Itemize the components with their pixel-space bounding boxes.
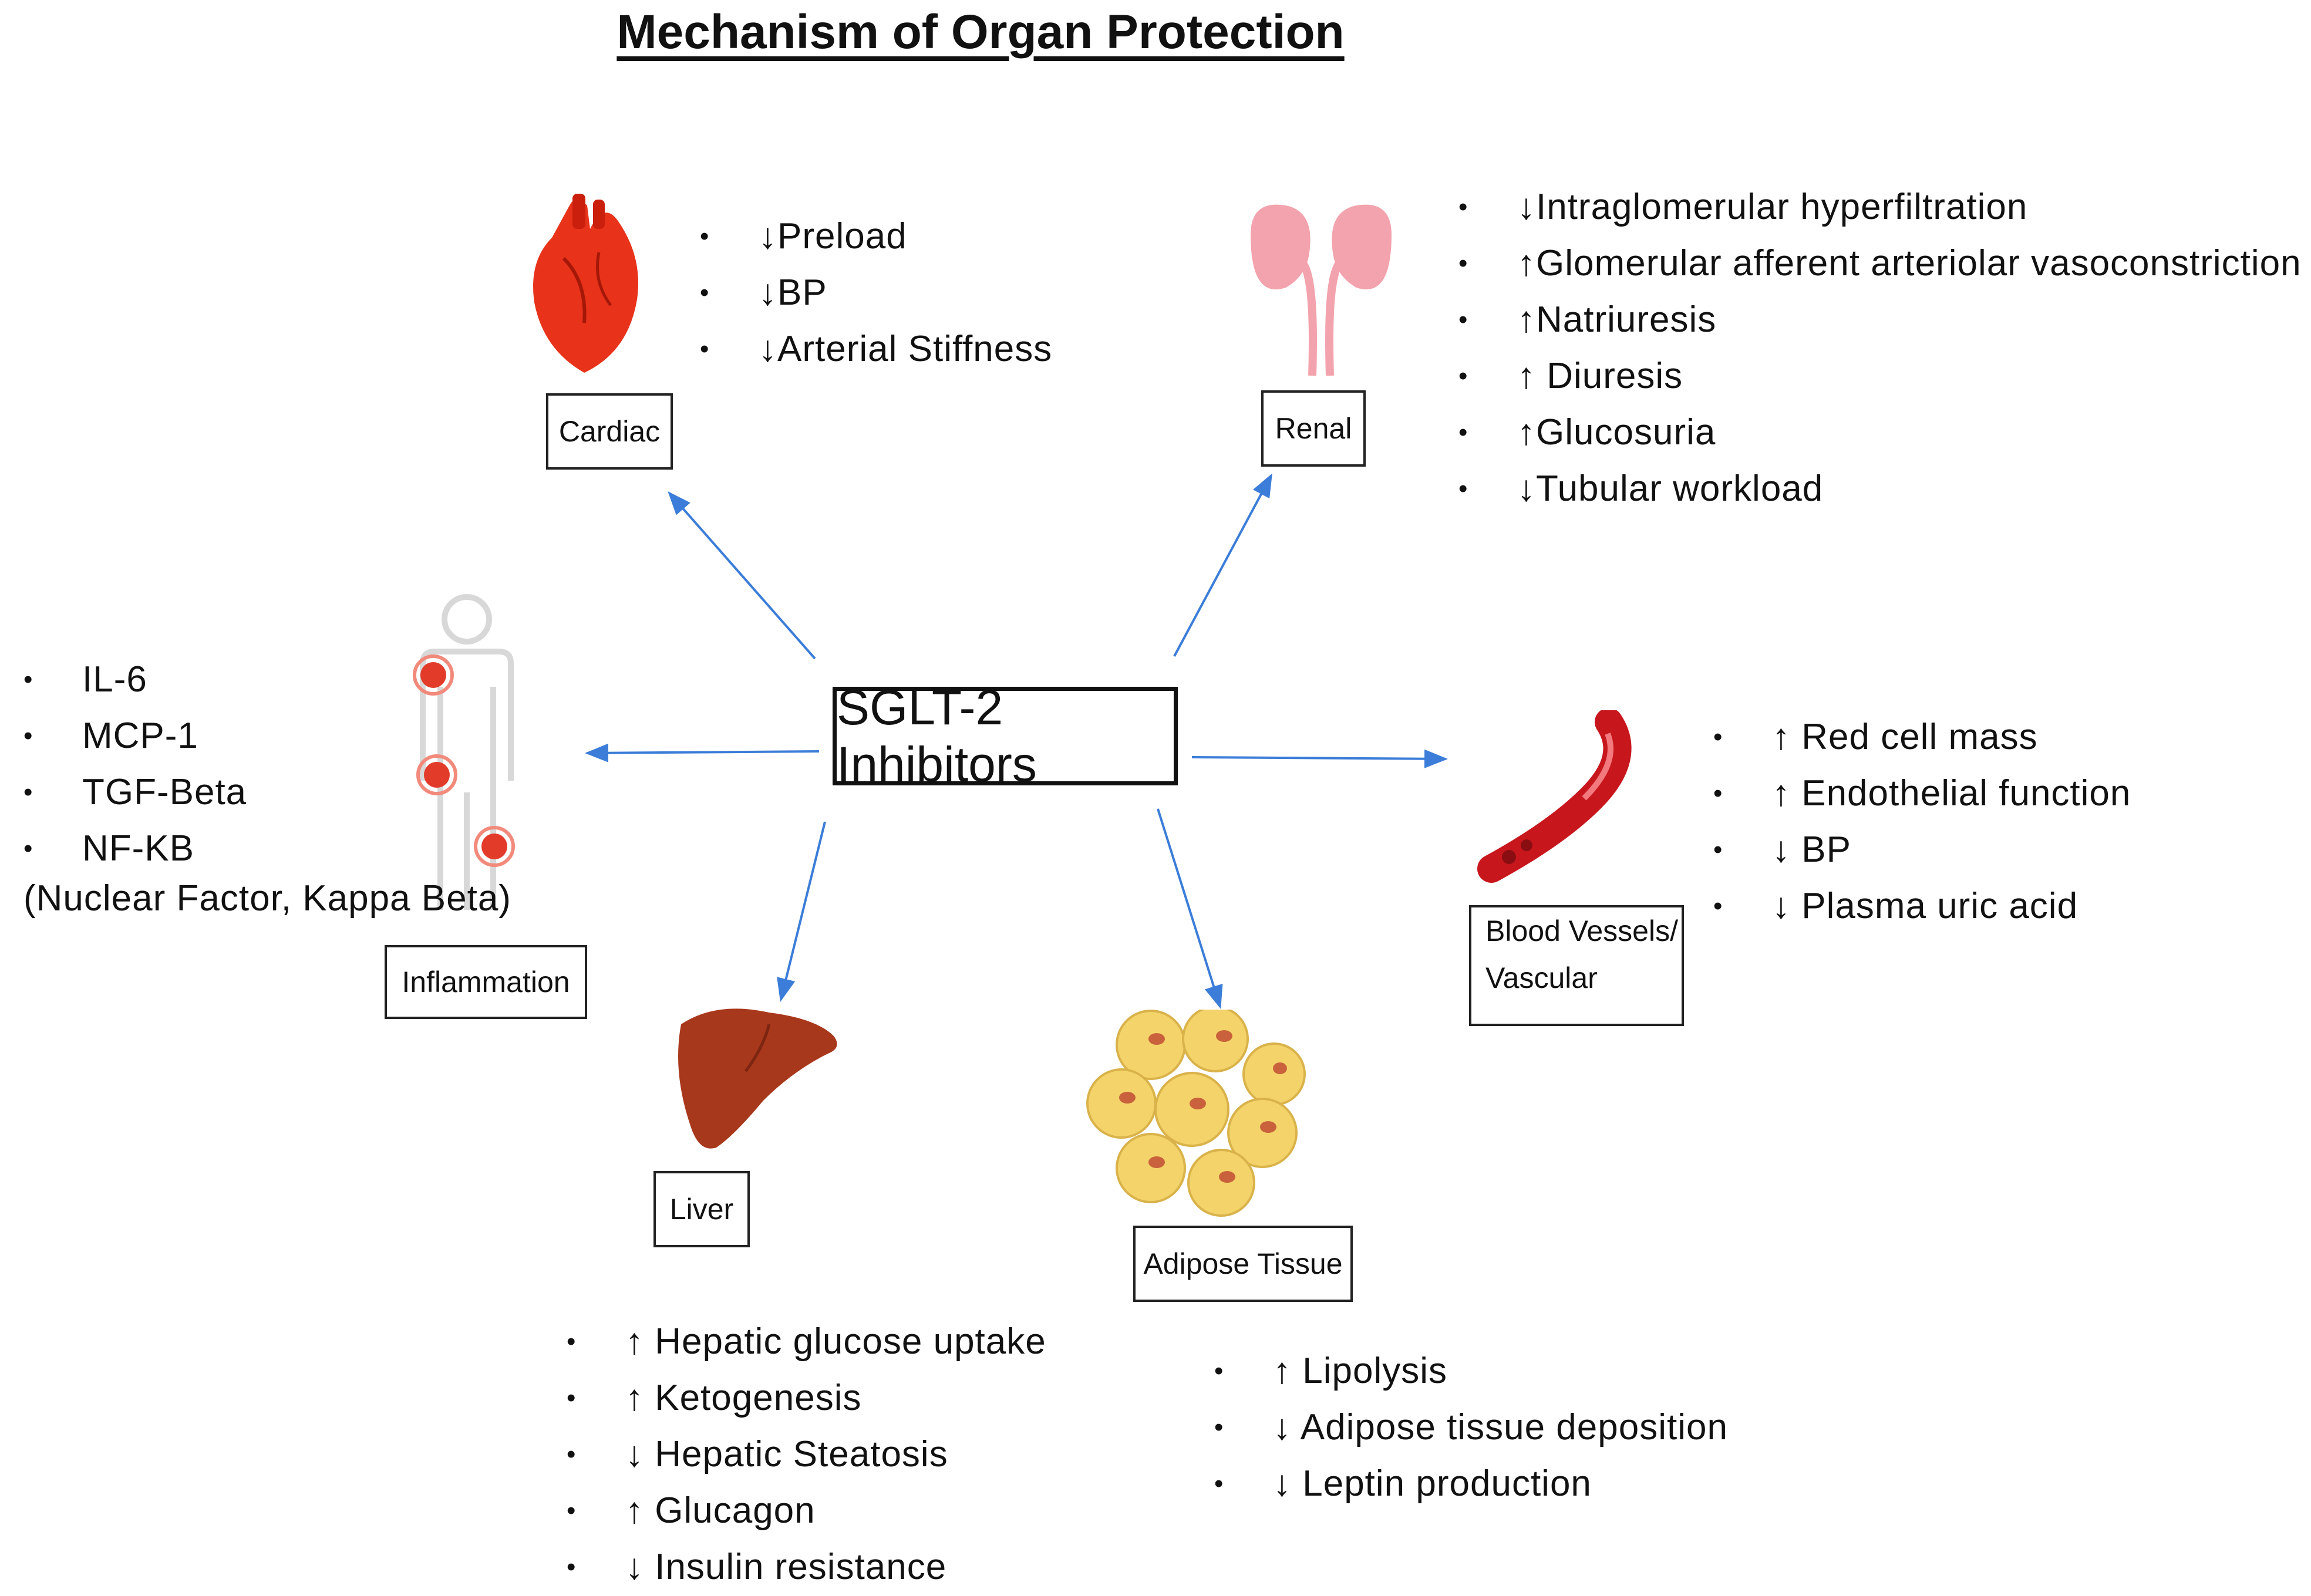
arrow-to-liver <box>777 821 826 1002</box>
cardiac-effects-list: ↓Preload ↓BP ↓Arterial Stiffness <box>700 208 1052 377</box>
sglt2-inhibitors-box: SGLT-2 Inhibitors <box>833 680 1178 792</box>
arrow-to-vascular <box>1191 749 1448 768</box>
list-item: ↑Glucosuria <box>1458 404 2302 461</box>
list-item: ↑ Red cell mass <box>1713 709 2131 765</box>
list-item: MCP-1 <box>23 708 247 764</box>
list-item: ↑ Glucagon <box>567 1483 1046 1539</box>
list-item: ↓ Leptin production <box>1214 1456 1728 1512</box>
list-item: ↑ Hepatic glucose uptake <box>567 1314 1046 1370</box>
list-item: ↓Arterial Stiffness <box>700 321 1052 377</box>
liver-effects-list: ↑ Hepatic glucose uptake ↑ Ketogenesis ↓… <box>567 1314 1046 1595</box>
list-item: ↑Glomerular afferent arteriolar vasocons… <box>1458 235 2302 292</box>
list-item: ↓Preload <box>700 208 1052 265</box>
vascular-label-line1: Blood Vessels/ <box>1485 915 1678 947</box>
list-item: ↑Natriuresis <box>1458 292 2302 348</box>
list-item: ↓ BP <box>1713 822 2131 878</box>
liver-label-box: Liver <box>653 1171 750 1247</box>
vascular-label-line2: Vascular <box>1485 961 1598 994</box>
arrow-to-renal <box>1173 473 1272 657</box>
list-item: ↓ Plasma uric acid <box>1713 878 2131 934</box>
inflammation-note: (Nuclear Factor, Kappa Beta) <box>23 878 511 919</box>
list-item: ↓ Adipose tissue deposition <box>1214 1399 1728 1456</box>
list-item: ↑ Diuresis <box>1458 348 2302 404</box>
list-item: IL-6 <box>23 652 247 708</box>
list-item: ↓ Insulin resistance <box>567 1539 1046 1595</box>
list-item: ↓BP <box>700 265 1052 321</box>
renal-effects-list: ↓Intraglomerular hyperfiltration ↑Glomer… <box>1458 179 2302 517</box>
list-item: ↓Intraglomerular hyperfiltration <box>1458 179 2302 235</box>
arrow-to-cardiac <box>668 491 816 660</box>
vascular-effects-list: ↑ Red cell mass ↑ Endothelial function ↓… <box>1713 709 2131 934</box>
list-item: ↓Tubular workload <box>1458 461 2302 517</box>
list-item: ↑ Lipolysis <box>1214 1343 1728 1399</box>
vascular-label-box: Blood Vessels/ Vascular <box>1469 905 1684 1026</box>
fat-cells-icon <box>1086 1010 1306 1217</box>
heart-icon <box>533 194 638 373</box>
list-item: ↑ Endothelial function <box>1713 765 2131 822</box>
liver-icon <box>678 1008 837 1149</box>
inflammation-label-box: Inflammation <box>385 945 587 1019</box>
kidneys-icon <box>1251 204 1392 376</box>
cardiac-label-box: Cardiac <box>546 393 673 470</box>
adipose-label-box: Adipose Tissue <box>1133 1226 1353 1302</box>
list-item: ↑ Ketogenesis <box>567 1370 1046 1426</box>
list-item: NF-KB <box>23 821 247 877</box>
adipose-effects-list: ↑ Lipolysis ↓ Adipose tissue deposition … <box>1214 1343 1728 1512</box>
arrow-to-adipose <box>1157 808 1223 1009</box>
human-figure-icon <box>413 594 515 910</box>
arrow-to-inflammation <box>585 743 820 762</box>
inflammation-effects-list: IL-6 MCP-1 TGF-Beta NF-KB <box>23 652 247 877</box>
blood-vessel-icon <box>1477 710 1632 883</box>
list-item: ↓ Hepatic Steatosis <box>567 1426 1046 1483</box>
renal-label-box: Renal <box>1261 390 1366 467</box>
diagram-title: Mechanism of Organ Protection <box>617 5 1345 59</box>
list-item: TGF-Beta <box>23 764 247 821</box>
